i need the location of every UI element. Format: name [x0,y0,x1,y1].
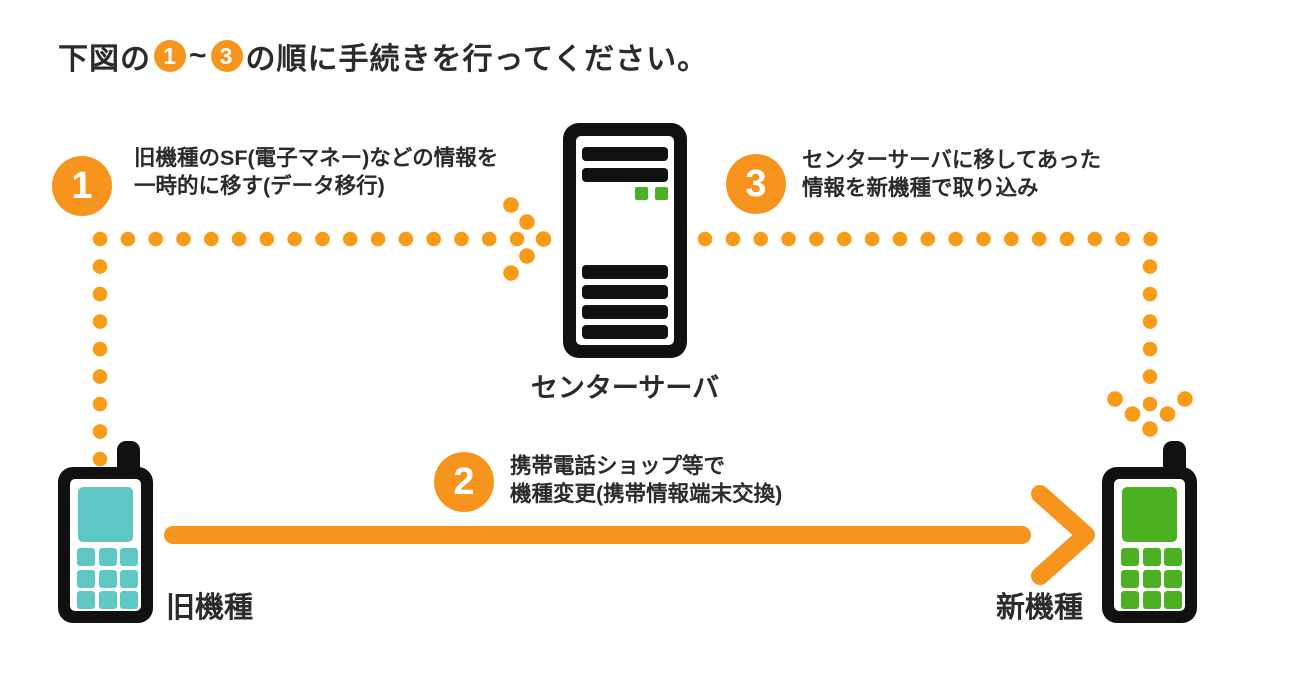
new-phone-icon [1102,467,1197,623]
step3-dotted-path-icon [697,231,1193,437]
new-phone-face [1114,479,1185,611]
old-phone-label: 旧機種 [166,592,254,624]
server-slot [582,285,668,299]
step2-line2: 機種変更(携帯情報端末交換) [510,482,783,506]
keypad-key [98,569,117,588]
keypad-key [120,591,138,609]
old-phone-screen [78,487,133,542]
keypad-key [1164,591,1182,609]
keypad-key [120,548,138,566]
server-slot [582,168,668,182]
keypad-key [77,548,95,566]
keypad-key [77,591,95,609]
step1-dotted-path-icon [92,197,552,606]
step2-badge: 2 [434,452,494,512]
title-step1-badge: 1 [154,40,186,72]
step3-line2: 情報を新機種で取り込み [802,176,1039,200]
keypad-key [1164,569,1182,588]
step3-badge: 3 [726,154,786,214]
title-text-prefix: 下図の [58,43,151,76]
title-step3-badge: 3 [210,40,243,72]
keypad-key [120,569,138,588]
old-phone-icon [58,467,153,623]
step3-description: センターサーバに移してあった 情報を新機種で取り込み [802,146,1101,202]
keypad-key [1121,569,1139,588]
new-phone-keypad [1121,548,1182,609]
keypad-key [1142,591,1161,609]
server-led [635,187,648,200]
step2-number: 2 [453,460,475,503]
old-phone-face [70,479,141,611]
keypad-key [1142,569,1161,588]
server-slot [582,325,668,339]
title-step3-number: 3 [219,42,234,69]
step1-line1: 旧機種のSF(電子マネー)などの情報を [134,146,499,170]
step3-line1: センターサーバに移してあった [802,148,1102,172]
title-step1-number: 1 [163,42,177,69]
server-slot [582,147,668,161]
keypad-key [1164,548,1182,566]
old-phone-keypad [77,548,138,609]
step2-line1: 携帯電話ショップ等で [510,454,726,478]
keypad-key [1121,591,1139,609]
keypad-key [98,591,117,609]
server-led [655,187,668,200]
keypad-key [98,548,117,566]
page-title: 下図の 1 ~ 3 の順に手続きを行ってください。 [58,34,708,78]
step2-description: 携帯電話ショップ等で 機種変更(携帯情報端末交換) [510,452,782,508]
step3-number: 3 [745,162,767,205]
title-text-suffix: の順に手続きを行ってください。 [245,43,709,76]
title-tilde: ~ [189,39,208,72]
step1-line2: 一時的に移す(データ移行) [134,174,385,198]
server-slot [582,265,668,279]
keypad-key [77,569,95,588]
step1-badge: 1 [52,156,112,216]
server-face [576,136,674,345]
step1-number: 1 [71,164,93,207]
new-phone-label: 新機種 [996,592,1084,624]
step1-description: 旧機種のSF(電子マネー)などの情報を 一時的に移す(データ移行) [134,144,498,200]
server-icon [563,123,687,358]
server-label: センターサーバ [530,373,720,403]
keypad-key [1121,548,1139,566]
keypad-key [1142,548,1161,566]
server-slot [582,305,668,319]
new-phone-screen [1122,487,1177,542]
